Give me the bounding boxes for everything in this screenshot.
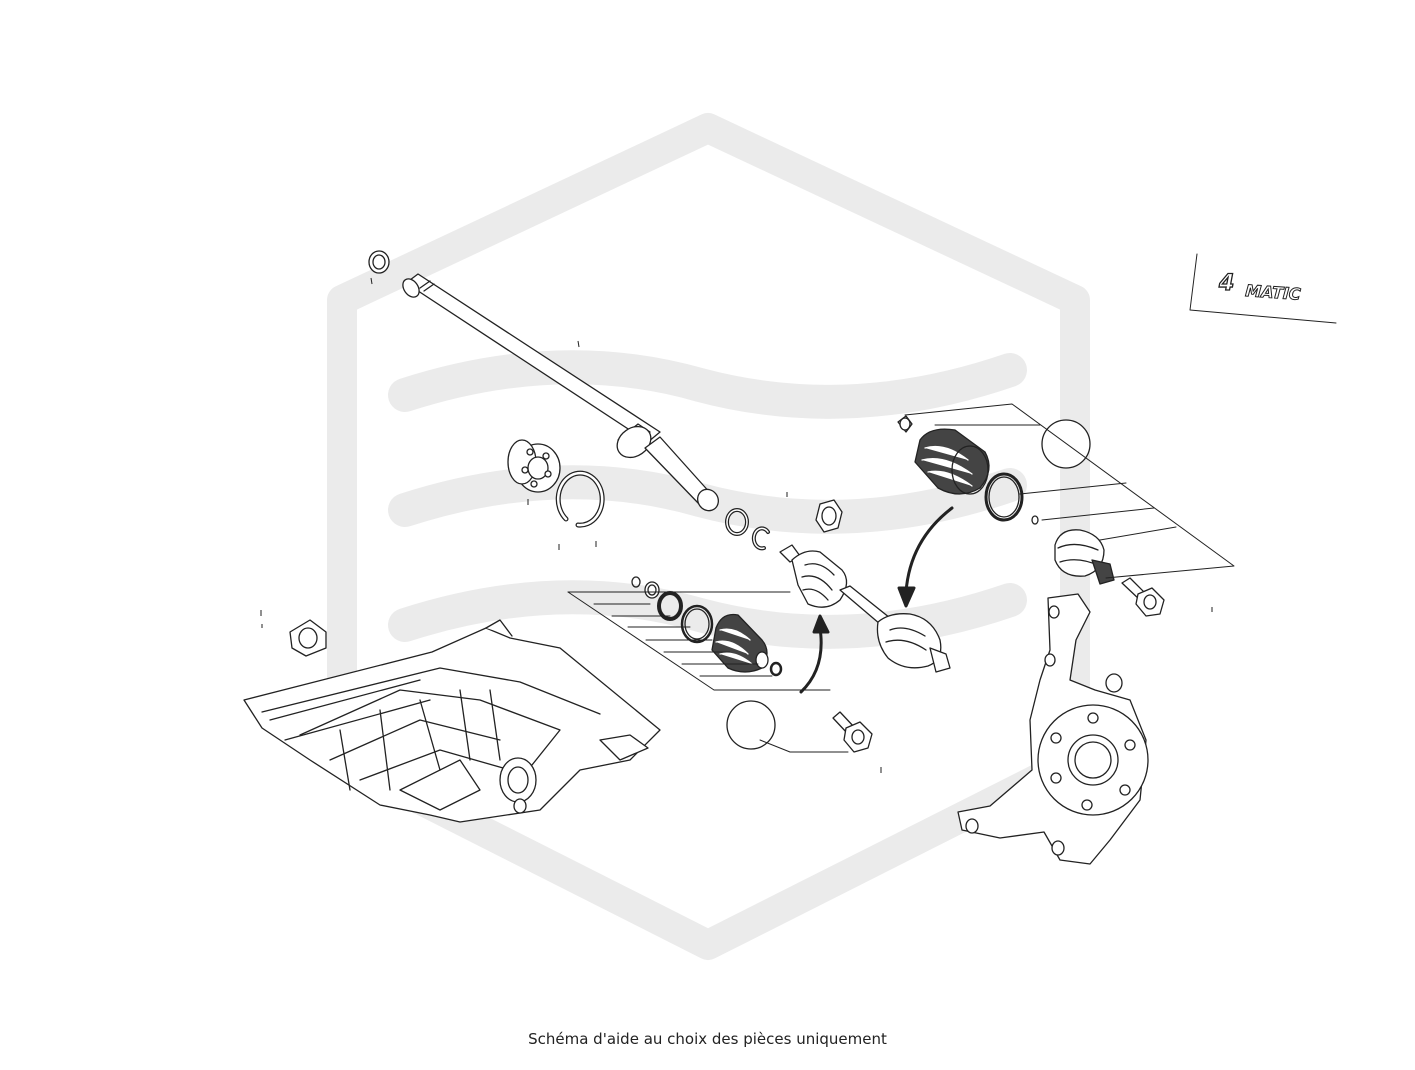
badge-text: MATIC (1245, 281, 1302, 304)
arrow-down (897, 506, 954, 608)
leader-lines-left (567, 591, 849, 753)
diagram-caption: Schéma d'aide au choix des pièces unique… (528, 1030, 887, 1048)
oil-pan-housing (243, 619, 661, 823)
ring-center-1 (725, 508, 749, 536)
right-boot-kit (897, 415, 1091, 525)
drive-shaft-assembly (779, 544, 951, 673)
bolt-right (1121, 577, 1165, 617)
bearing (507, 439, 561, 493)
bolt-left (832, 711, 873, 753)
4matic-badge (1189, 253, 1337, 324)
callout-ticks (260, 277, 1213, 773)
leader-lines-right (904, 403, 1235, 579)
left-boot-kit (631, 576, 783, 677)
clip-center (751, 526, 770, 551)
outer-cv-joint (1054, 529, 1115, 585)
grease-ball-left (726, 700, 776, 750)
nut-left (289, 619, 327, 657)
badge-numeral: 4 (1218, 271, 1234, 296)
axle-nut (815, 499, 843, 533)
snap-ring-shaft-end (368, 250, 390, 274)
intermediate-shaft (402, 273, 719, 512)
steering-knuckle (957, 593, 1149, 865)
circlip (555, 470, 605, 528)
arrow-up (799, 614, 830, 694)
